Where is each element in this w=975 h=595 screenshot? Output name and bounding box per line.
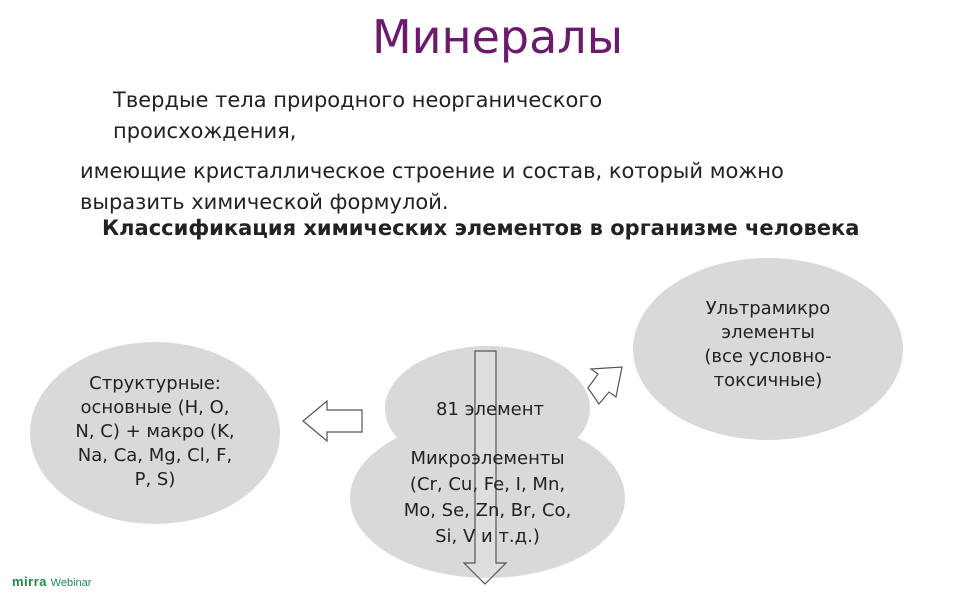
micro-line: Mo, Se, Zn, Br, Co, bbox=[403, 500, 572, 521]
micro-line: Si, V и т.д.) bbox=[435, 526, 540, 547]
logo-brand: mirra bbox=[12, 574, 48, 589]
ultramicro-line: элементы bbox=[721, 322, 815, 343]
structural-elements-ellipse bbox=[30, 342, 280, 524]
total-elements-label: 81 элемент bbox=[436, 399, 544, 420]
structural-line: N, C) + макро (K, bbox=[75, 421, 235, 442]
up-right-arrow-icon bbox=[587, 366, 623, 405]
micro-elements-ellipse bbox=[350, 418, 625, 578]
ultramicro-elements-ellipse bbox=[633, 258, 903, 440]
classification-heading: Классификация химических элементов в орг… bbox=[102, 216, 860, 240]
definition-line-4: выразить химической формулой. bbox=[80, 190, 449, 214]
ultramicro-elements-text: Ультрамикро элементы (все условно- токси… bbox=[648, 297, 888, 393]
structural-line: Структурные: bbox=[89, 373, 221, 394]
structural-elements-text: Структурные: основные (H, O, N, C) + мак… bbox=[40, 372, 270, 492]
micro-line: (Cr, Cu, Fe, I, Mn, bbox=[409, 474, 566, 495]
logo-suffix: Webinar bbox=[50, 577, 92, 589]
micro-elements-text: Микроэлементы (Cr, Cu, Fe, I, Mn, Mo, Se… bbox=[365, 446, 610, 550]
down-arrow-icon bbox=[462, 350, 508, 585]
definition-line-1: Твердые тела природного неорганического bbox=[113, 88, 603, 112]
ultramicro-line: Ультрамикро bbox=[705, 298, 831, 319]
ultramicro-line: токсичные) bbox=[713, 370, 823, 391]
ultramicro-line: (все условно- bbox=[704, 346, 832, 367]
definition-line-2: происхождения, bbox=[113, 119, 297, 143]
mirra-webinar-logo: mirra Webinar bbox=[12, 574, 91, 589]
slide-title: Минералы bbox=[371, 10, 624, 64]
structural-line: основные (H, O, bbox=[80, 397, 230, 418]
micro-line: Микроэлементы bbox=[410, 448, 565, 469]
structural-line: Na, Ca, Mg, Cl, F, bbox=[77, 445, 233, 466]
left-arrow-icon bbox=[302, 399, 363, 443]
structural-line: P, S) bbox=[134, 469, 176, 490]
definition-line-3: имеющие кристаллическое строение и соста… bbox=[80, 159, 784, 183]
